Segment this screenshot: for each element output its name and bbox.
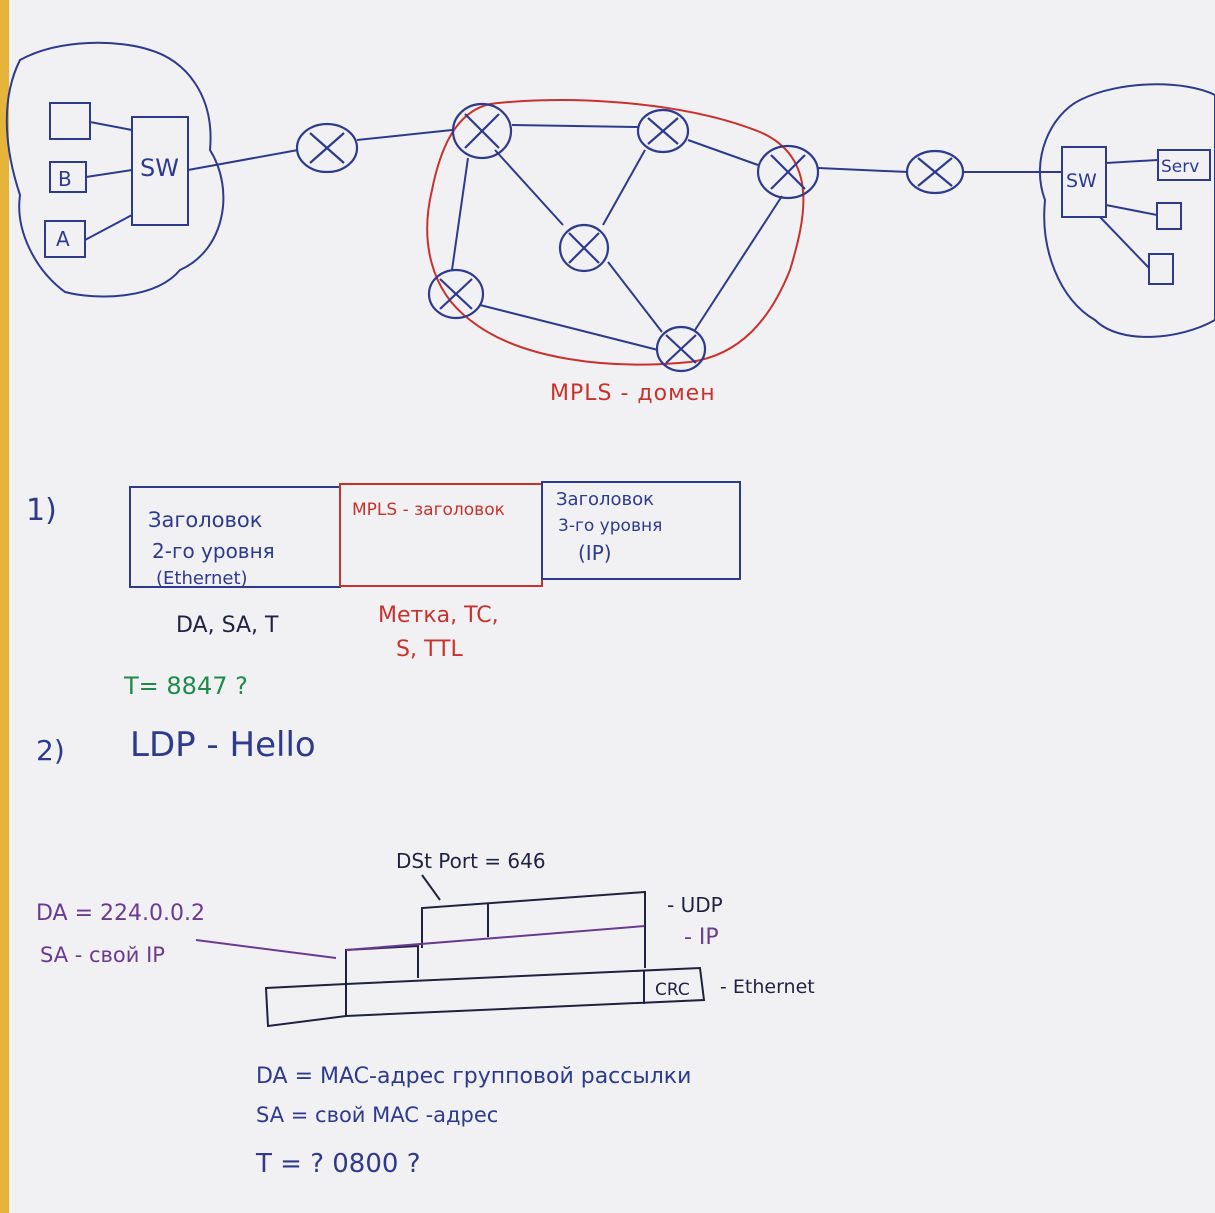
section2-title: LDP - Hello (130, 725, 316, 765)
router-p-bottom (655, 325, 707, 373)
router-pe-right (756, 144, 820, 200)
ip-packet-top (345, 925, 646, 951)
server-box (1157, 149, 1211, 181)
link-hostb-switch (85, 169, 133, 178)
router-left-edge (295, 122, 359, 174)
eth-note-sa: SA = свой MAC -адрес (256, 1103, 498, 1127)
svg-text:2-го уровня: 2-го уровня (152, 539, 275, 563)
left-switch-label: SW (140, 154, 179, 182)
routers (295, 102, 965, 373)
link-router-left-pe1 (356, 129, 453, 141)
router-p-lower-left (427, 268, 485, 320)
svg-text:3-го уровня: 3-го уровня (558, 516, 662, 536)
folder-edge (0, 0, 9, 1213)
right-host-2 (1148, 253, 1174, 285)
link-hosta-switch (84, 214, 133, 241)
l2-fields: DA, SA, T (176, 613, 279, 638)
mpls-frame (129, 481, 741, 588)
network-diagram (5, 41, 1215, 351)
mpls-fields-line1: Метка, TC, (378, 603, 499, 628)
encapsulation-drawing (264, 890, 706, 1028)
svg-text:(IP): (IP) (578, 541, 612, 565)
svg-text:Заголовок: Заголовок (556, 489, 654, 510)
mpls-header-text: MPLS - заголовок (352, 500, 505, 520)
svg-text:(Ethernet): (Ethernet) (156, 568, 248, 589)
ip-note-da: DA = 224.0.0.2 (36, 901, 205, 926)
right-host-1 (1156, 202, 1182, 230)
l3-header-text: Заголовок 3-го уровня (IP) (556, 489, 662, 565)
right-lan-cloud (1038, 83, 1215, 338)
ethertype-note: T= 8847 ? (123, 672, 248, 700)
router-p-center (558, 223, 610, 273)
ethernet-layer-label: - Ethernet (720, 976, 815, 998)
router-pe-left (451, 102, 513, 160)
section1-number: 1) (26, 493, 57, 528)
dst-port-pointer (421, 874, 441, 901)
eth-note-t: T = ? 0800 ? (255, 1149, 421, 1179)
right-switch (1061, 146, 1107, 218)
l3-header-box (541, 481, 741, 580)
link-switch-router-left (187, 149, 299, 171)
ip-layer-label: - IP (684, 925, 719, 950)
left-host-1 (49, 102, 91, 140)
link-pe2-router-right (817, 167, 909, 173)
left-lan-cloud (5, 41, 225, 298)
link-host1-switch (89, 121, 133, 131)
section2-number: 2) (36, 734, 65, 767)
ethernet-frame (264, 966, 706, 1028)
l2-header-text: Заголовок 2-го уровня (Ethernet) (148, 508, 275, 589)
udp-segment (421, 890, 646, 948)
mpls-fields-line2: S, TTL (396, 637, 463, 662)
svg-text:Заголовок: Заголовок (148, 508, 262, 532)
mpls-domain-label: MPLS - домен (550, 381, 716, 406)
server-label: Serv (1161, 157, 1199, 177)
ip-note-sa: SA - свой IP (40, 943, 165, 967)
mpls-links (451, 124, 783, 351)
dst-port-label: DSt Port = 646 (396, 849, 546, 873)
left-host-a-label: A (56, 227, 70, 251)
ip-note-pointer (195, 939, 337, 959)
eth-note-da: DA = MAC-адрес групповой рассылки (256, 1064, 691, 1089)
crc-label: CRC (655, 980, 690, 1000)
router-p-top (636, 108, 690, 154)
udp-layer-label: - UDP (667, 893, 723, 917)
router-right-edge (905, 149, 965, 195)
right-switch-label: SW (1066, 170, 1097, 192)
left-host-b-label: B (58, 167, 72, 191)
mpls-domain-outline (426, 99, 805, 366)
